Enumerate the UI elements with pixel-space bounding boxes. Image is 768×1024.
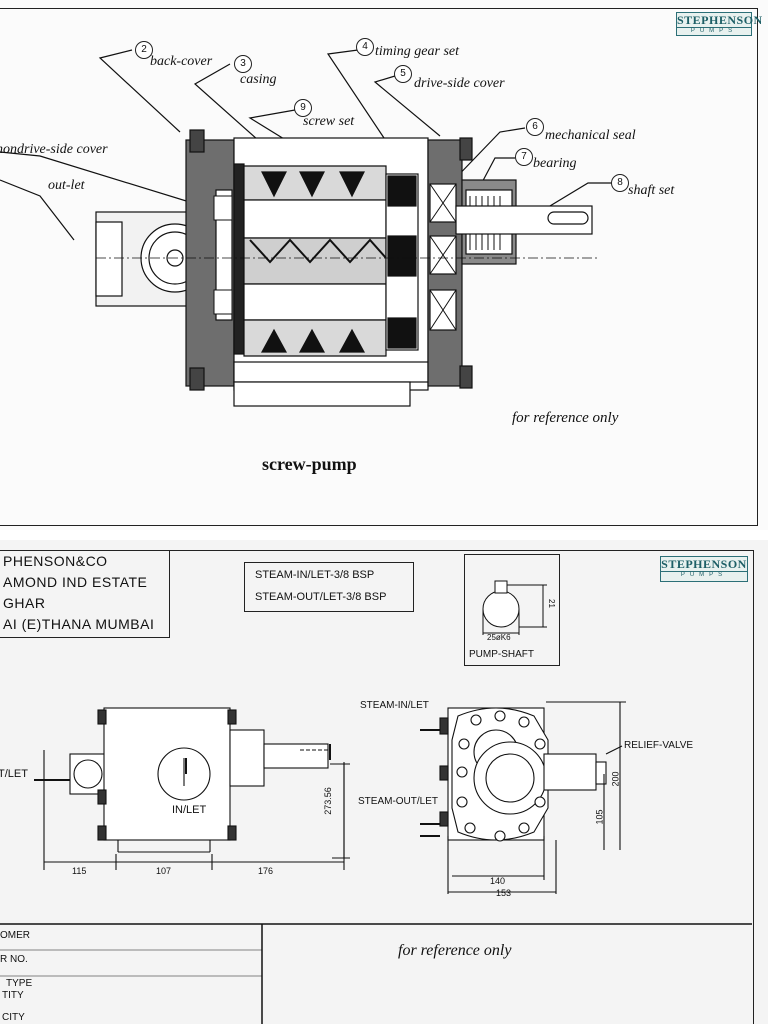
callout-screw-set: screw set [303, 114, 355, 129]
pump-elevation-drawings [0, 701, 752, 1024]
callout-number-2: 2 [135, 41, 153, 59]
dim-105: 105 [594, 809, 605, 825]
logo-subtext-2: PUMPS [661, 571, 747, 579]
callout-drive-side-cover: drive-side cover [414, 76, 505, 91]
callout-number-8: 8 [611, 174, 629, 192]
callout-outlet: out-let [48, 178, 85, 193]
stephenson-logo-2: STEPHENSON PUMPS [660, 556, 748, 582]
callout-number-3: 3 [234, 55, 252, 73]
table-label-capacity: CITY [2, 1012, 25, 1023]
steam-inlet-spec: STEAM-IN/LET-3/8 BSP [255, 569, 375, 581]
screw-pump-section-drawing [0, 49, 612, 407]
leader-outlet [0, 179, 75, 241]
leader-drive-side-cover [373, 75, 441, 137]
callout-number-6: 6 [526, 118, 544, 136]
drawing-frame [0, 8, 758, 526]
dim-153: 153 [496, 888, 512, 898]
inlet-label: IN/LET [172, 804, 207, 816]
callout-mechanical-seal: mechanical seal [545, 128, 636, 143]
leader-nondrive-cover [0, 151, 223, 213]
leader-shaft-set [539, 182, 612, 213]
table-label-quantity: TITY [2, 990, 24, 1001]
address-block: PHENSON&CO AMOND IND ESTATE GHAR AI (E)T… [0, 550, 170, 638]
dim-140: 140 [490, 876, 506, 886]
steam-inlet-label: STEAM-IN/LET [360, 700, 429, 711]
dim-176: 176 [258, 866, 274, 876]
logo-text: STEPHENSON [677, 13, 763, 27]
reference-note: for reference only [512, 410, 619, 426]
logo-subtext: PUMPS [677, 27, 751, 35]
relief-valve-label: RELIEF-VALVE [624, 740, 694, 751]
callout-shaft-set: shaft set [628, 183, 675, 198]
dim-200: 200 [610, 771, 621, 787]
table-label-customer: OMER [0, 930, 30, 941]
steam-outlet-label: STEAM-OUT/LET [358, 796, 439, 807]
callout-nondrive-side-cover: nondrive-side cover [0, 142, 108, 157]
callout-number-9: 9 [294, 99, 312, 117]
shaft-caption: PUMP-SHAFT [469, 649, 534, 660]
table-label-type: TYPE [6, 978, 33, 989]
steam-connection-box: STEAM-IN/LET-3/8 BSP STEAM-OUT/LET-3/8 B… [244, 562, 414, 612]
pump-shaft-detail: 21 25øK6 PUMP-SHAFT [464, 554, 560, 666]
pump-dimension-sheet: STEPHENSON PUMPS PHENSON&CO AMOND IND ES… [0, 540, 768, 1024]
address-line-3: GHAR [3, 595, 46, 611]
shaft-dim-diameter: 25øK6 [487, 633, 511, 642]
logo-text-2: STEPHENSON [661, 557, 747, 571]
dim-115: 115 [72, 866, 87, 876]
outlet-label: T/LET [0, 768, 28, 780]
leader-timing-gear [326, 49, 405, 169]
callout-casing: casing [240, 72, 277, 87]
callout-number-5: 5 [394, 65, 412, 83]
callout-bearing: bearing [533, 156, 577, 171]
table-label-number: R NO. [0, 954, 28, 965]
address-line-4: AI (E)THANA MUMBAI [3, 616, 155, 632]
leader-bearing [477, 157, 515, 191]
steam-outlet-spec: STEAM-OUT/LET-3/8 BSP [255, 591, 387, 603]
leader-casing [193, 63, 259, 141]
callout-back-cover: back-cover [150, 54, 213, 69]
address-line-1: PHENSON&CO [3, 553, 108, 569]
reference-note-2: for reference only [398, 942, 512, 959]
callout-number-4: 4 [356, 38, 374, 56]
screw-pump-sheet: STEPHENSON PUMPS [0, 8, 763, 526]
callout-number-7: 7 [515, 148, 533, 166]
leader-back-cover [98, 49, 181, 133]
callout-timing-gear-set: timing gear set [375, 44, 459, 59]
dim-107: 107 [156, 866, 172, 876]
shaft-section-drawing [482, 580, 547, 635]
leader-mech-seal [447, 127, 526, 187]
drawing-frame-2 [0, 550, 754, 1024]
dim-height-273: 273.56 [322, 787, 333, 815]
stephenson-logo: STEPHENSON PUMPS [676, 12, 763, 36]
address-line-2: AMOND IND ESTATE [3, 574, 148, 590]
drawing-title: screw-pump [262, 454, 357, 474]
